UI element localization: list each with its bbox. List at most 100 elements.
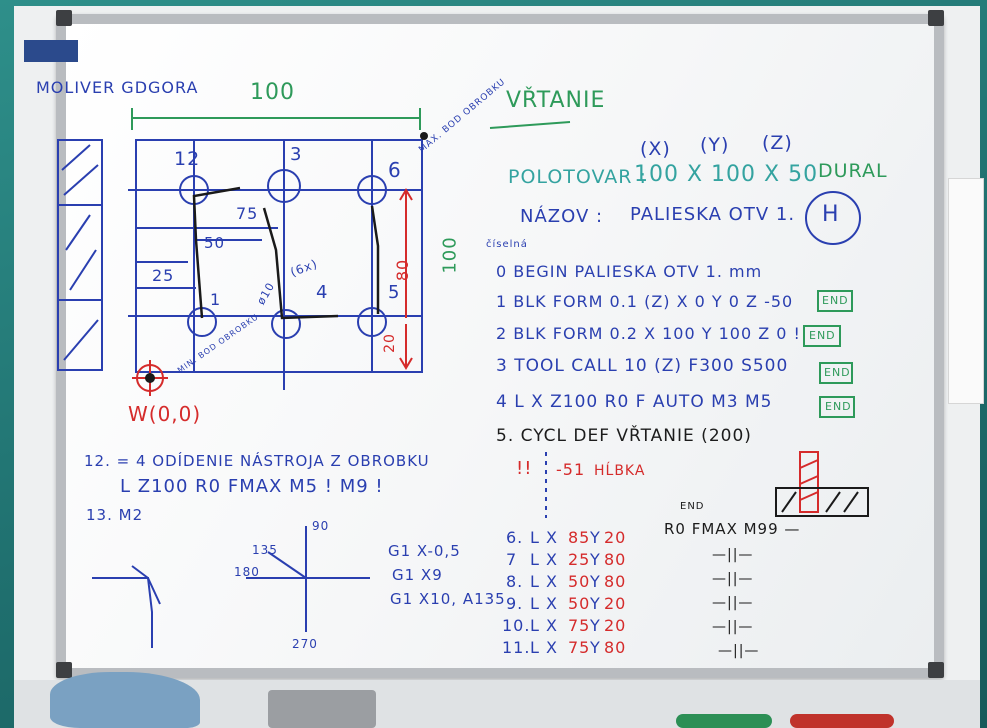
whiteboard (66, 24, 934, 668)
dimension-25: 25 (152, 266, 175, 285)
point-label-12: 12 (174, 148, 201, 170)
axis-y-header: (Y) (700, 134, 730, 156)
retract-line-2: L Z100 R0 FMAX M5 ! M9 ! (120, 476, 384, 497)
move-letter: L X (530, 616, 558, 635)
move-y: 80 (604, 572, 627, 591)
board-eraser (268, 690, 376, 728)
move-y-letter: Y (590, 638, 601, 657)
move-x: 50 (568, 572, 591, 591)
name-circle-letter: H (822, 202, 840, 227)
max-point-dot (420, 132, 428, 140)
blank-label: POLOTOVAR : (508, 166, 647, 188)
small-note: číselná (486, 239, 528, 250)
frame-corner (56, 662, 72, 678)
program-line-3: 3 TOOL CALL 10 (Z) F300 S500 (496, 356, 789, 376)
cleaning-cloth (50, 672, 200, 728)
frame-corner (928, 10, 944, 26)
axis-z-header: (Z) (762, 132, 793, 154)
drill-sketch (799, 451, 819, 513)
move-number: 9. (506, 594, 524, 613)
depth-label: HĹBKA (594, 463, 646, 479)
move-x: 75 (568, 616, 591, 635)
end-tag: END (809, 329, 836, 342)
ditto-mark: —||— (712, 547, 754, 563)
move-x: 85 (568, 528, 591, 547)
name-label: NÁZOV : (520, 206, 604, 227)
end-tag: END (822, 294, 849, 307)
point-label-3: 3 (290, 144, 303, 165)
height-label: 100 (439, 236, 461, 274)
ditto-mark: —||— (712, 571, 754, 587)
move-y: 80 (604, 638, 627, 657)
point-label-5: 5 (388, 282, 401, 303)
board-sticker (24, 40, 78, 62)
move-y: 20 (604, 528, 627, 547)
move-letter: L X (530, 594, 558, 613)
name-value: PALIESKA OTV 1. (630, 204, 796, 225)
contour-sketch (92, 565, 161, 648)
wall-paper (948, 178, 984, 404)
end-label-small: END (680, 501, 705, 512)
g-code-line-3: G1 X10, A135 (390, 590, 506, 608)
move-x: 50 (568, 594, 591, 613)
g-code-line-2: G1 X9 (392, 566, 443, 584)
side-view-sketch (57, 139, 103, 371)
frame-corner (56, 10, 72, 26)
dimension-75: 75 (236, 204, 259, 223)
call-line: R0 FMAX M99 — (664, 520, 801, 538)
move-number: 10. (502, 616, 531, 635)
stock-sketch (775, 487, 869, 517)
angle-label-90: 90 (312, 519, 330, 533)
depth-marks: !! (516, 458, 533, 479)
ditto-mark: —||— (712, 595, 754, 611)
dimension-20: 20 (381, 333, 398, 353)
angle-label-180: 180 (234, 565, 260, 579)
move-x: 75 (568, 638, 591, 657)
name-circle (805, 191, 861, 245)
g-code-line-1: G1 X-0,5 (388, 542, 461, 560)
origin-marker (132, 360, 168, 396)
retract-line-3: 13. M2 (86, 506, 144, 524)
move-letter: L X (530, 638, 558, 657)
program-line-1: 1 BLK FORM 0.1 (Z) X 0 Y 0 Z -50 (496, 292, 794, 311)
axis-x-header: (X) (640, 138, 671, 160)
move-y: 80 (604, 550, 627, 569)
origin-label: W(0,0) (128, 402, 202, 426)
material-label: DURAL (818, 160, 888, 182)
move-x: 25 (568, 550, 591, 569)
program-line-5: 5. CYCL DEF VŘTANIE (200) (496, 426, 752, 446)
red-marker (790, 714, 894, 728)
width-label: 100 (250, 80, 295, 105)
move-y: 20 (604, 594, 627, 613)
point-label-4: 4 (316, 282, 329, 303)
move-y-letter: Y (590, 550, 601, 569)
angle-label-270: 270 (292, 637, 318, 651)
move-number: 8. (506, 572, 524, 591)
move-y-letter: Y (590, 616, 601, 635)
point-label-1: 1 (210, 290, 222, 309)
retract-line-1: 12. = 4 ODÍDENIE NÁSTROJA Z OBROBKU (84, 452, 430, 470)
green-marker (676, 714, 772, 728)
move-number: 11. (502, 638, 531, 657)
depth-value: -51 (556, 460, 586, 479)
angle-diagram (246, 526, 370, 632)
move-number: 6. (506, 528, 524, 547)
dimension-50: 50 (204, 234, 226, 252)
width-dimension (131, 108, 571, 130)
red-dimensions (399, 188, 413, 370)
toolpath (192, 186, 380, 320)
angle-label-135: 135 (252, 543, 278, 557)
section-title: VŘTANIE (506, 88, 606, 113)
move-number: 7 (506, 550, 518, 569)
frame-corner (928, 662, 944, 678)
move-letter: L X (530, 550, 558, 569)
blank-value: 100 X 100 X 50 (634, 162, 819, 187)
end-tag: END (825, 400, 852, 413)
page-title: MOLIVER GDGORA (36, 78, 199, 97)
ditto-mark: —||— (712, 619, 754, 635)
dimension-80: 80 (393, 258, 413, 282)
ditto-mark: —||— (718, 643, 760, 659)
move-y-letter: Y (590, 594, 601, 613)
program-line-0: 0 BEGIN PALIESKA OTV 1. mm (496, 262, 763, 281)
